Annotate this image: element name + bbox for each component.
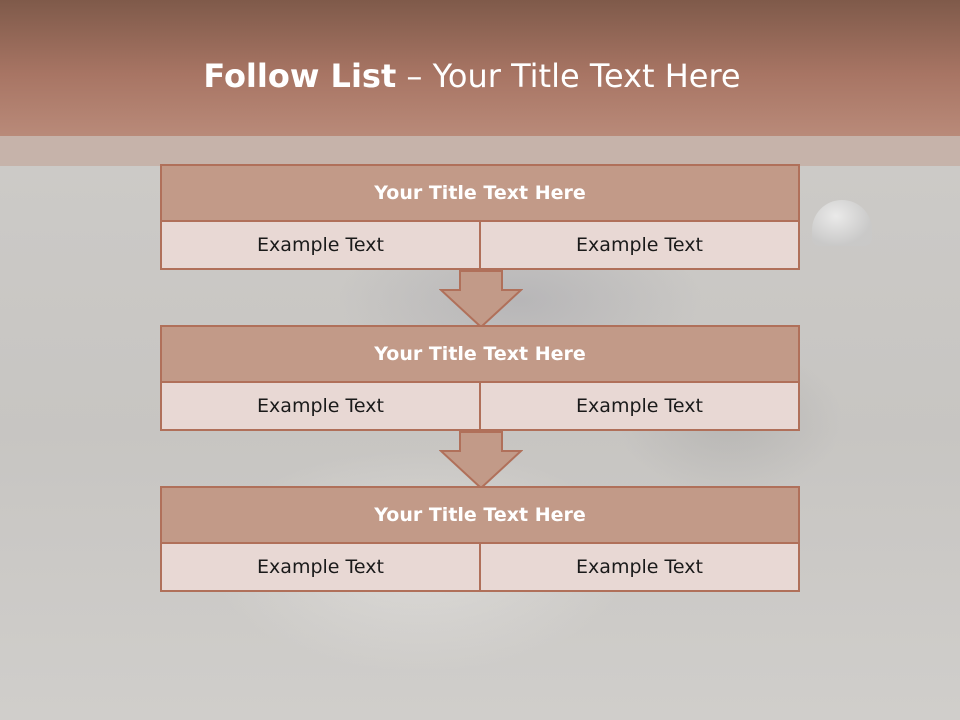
slide-title-bold: Follow List	[203, 57, 397, 95]
title-bar	[0, 0, 960, 136]
block-title: Your Title Text Here	[162, 488, 798, 544]
down-arrow-icon	[439, 431, 523, 489]
block-cell-left: Example Text	[257, 556, 384, 578]
block-cell-right: Example Text	[479, 544, 798, 590]
block-row: Example Text Example Text	[162, 544, 798, 590]
slide-title-rest: – Your Title Text Here	[396, 57, 741, 95]
block-title: Your Title Text Here	[162, 327, 798, 383]
title-bar-strip	[0, 136, 960, 166]
block-cell-left: Example Text	[257, 234, 384, 256]
block-title: Your Title Text Here	[162, 166, 798, 222]
list-block-1: Your Title Text Here Example Text Exampl…	[160, 164, 800, 270]
block-cell-right: Example Text	[479, 383, 798, 429]
block-row: Example Text Example Text	[162, 222, 798, 268]
slide-title: Follow List – Your Title Text Here	[0, 56, 944, 96]
list-block-2: Your Title Text Here Example Text Exampl…	[160, 325, 800, 431]
helmet-image	[812, 200, 872, 246]
block-row: Example Text Example Text	[162, 383, 798, 429]
list-block-3: Your Title Text Here Example Text Exampl…	[160, 486, 800, 592]
down-arrow-icon	[439, 270, 523, 328]
block-cell-left: Example Text	[257, 395, 384, 417]
block-cell-right: Example Text	[479, 222, 798, 268]
